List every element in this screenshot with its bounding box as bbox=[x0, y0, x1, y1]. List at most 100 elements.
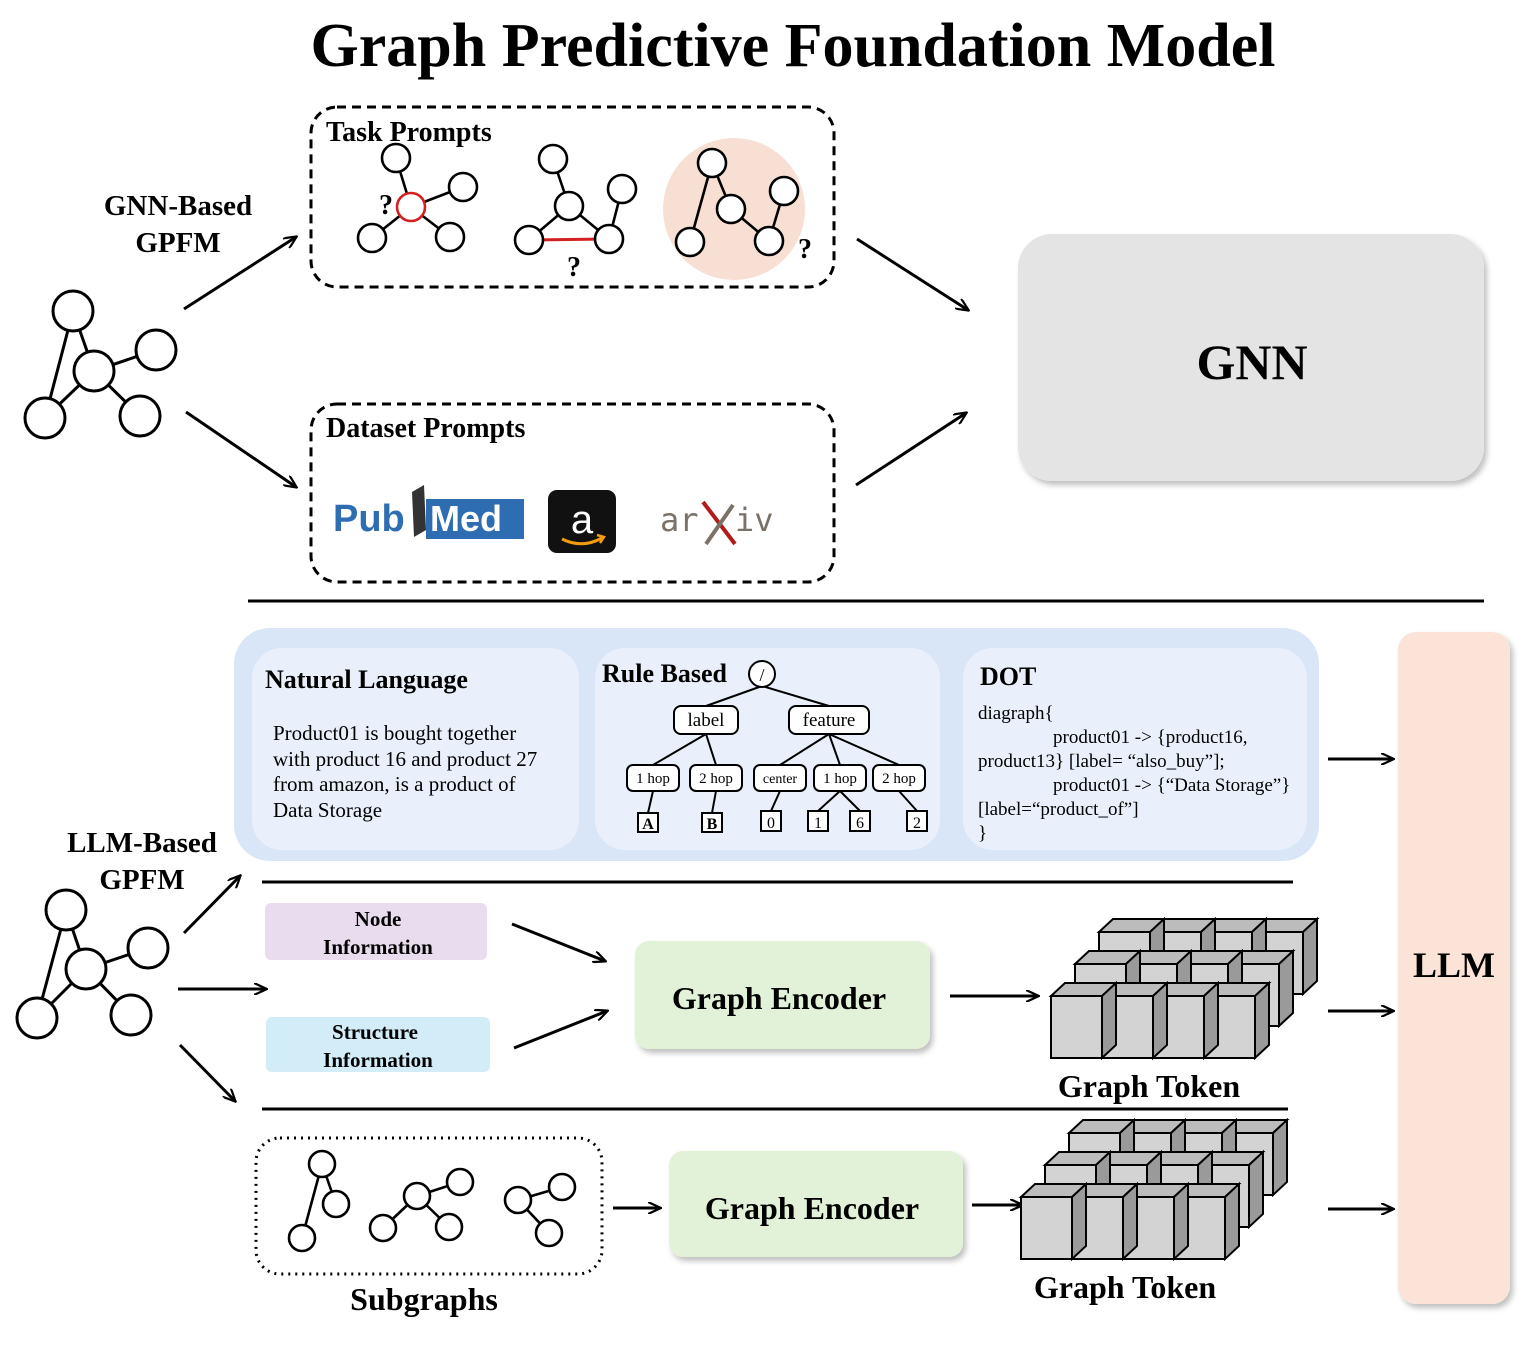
dot-line: product01 -> {“Data Storage”} bbox=[1053, 775, 1290, 796]
graph-node bbox=[553, 190, 585, 222]
tree-leaf-text: A bbox=[642, 816, 654, 833]
graph-token-stack bbox=[1048, 916, 1320, 1061]
graph-node bbox=[445, 1167, 475, 1197]
amazon-logo: a bbox=[548, 490, 616, 553]
llm-label: LLM bbox=[1413, 945, 1495, 985]
task-prompts-box: Task Prompts ? ? bbox=[309, 105, 836, 289]
arrow-to-task-prompts bbox=[183, 237, 296, 311]
graph-task-graph bbox=[674, 147, 800, 258]
tree-node-feature-text: feature bbox=[803, 710, 856, 731]
graph-node bbox=[434, 1212, 464, 1242]
graph-node bbox=[534, 1218, 564, 1248]
natural-language-title: Natural Language bbox=[265, 665, 468, 694]
tree-node-hop bbox=[813, 764, 867, 792]
tree-leaf-text: 2 bbox=[913, 815, 921, 832]
arrow-dataset-to-gnn bbox=[855, 413, 966, 487]
llm-box: LLM bbox=[1398, 632, 1510, 1304]
tree-node-hop bbox=[872, 764, 926, 792]
graph-node bbox=[126, 926, 170, 970]
tree-leaf bbox=[760, 810, 782, 832]
graph-node bbox=[753, 225, 785, 257]
svg-text:Pub: Pub bbox=[333, 498, 405, 540]
tree-node-hop-text: 2 hop bbox=[699, 771, 733, 787]
dataset-prompts-title: Dataset Prompts bbox=[326, 413, 525, 444]
graph-node bbox=[118, 394, 162, 438]
gnn-gpfm-label: GPFM bbox=[135, 227, 220, 259]
graph-node bbox=[51, 289, 95, 333]
graph-token-label: Graph Token bbox=[1058, 1068, 1241, 1104]
dot-line: product01 -> {product16, bbox=[1053, 727, 1248, 748]
target-node-red bbox=[395, 191, 427, 223]
structure-info-line: Information bbox=[323, 1048, 433, 1072]
question-mark: ? bbox=[567, 252, 581, 283]
graph-node bbox=[368, 1213, 398, 1243]
graph-token-cube bbox=[1018, 1181, 1089, 1262]
graph-node bbox=[307, 1149, 337, 1179]
graph-node bbox=[696, 147, 728, 179]
dot-line: } bbox=[978, 823, 987, 844]
graph-encoder-label: Graph Encoder bbox=[672, 980, 886, 1016]
tree-leaf bbox=[637, 812, 659, 833]
graph-node bbox=[15, 996, 59, 1040]
tree-leaf-text: B bbox=[707, 816, 718, 833]
nl-line: Data Storage bbox=[273, 798, 382, 822]
gnn-box: GNN bbox=[1018, 234, 1484, 481]
node-information-box: Node Information bbox=[265, 903, 487, 960]
subgraphs-box bbox=[254, 1136, 604, 1276]
tree-node-label-text: label bbox=[688, 710, 725, 731]
arrow-to-dataset-prompts bbox=[185, 410, 296, 487]
page-title: Graph Predictive Foundation Model bbox=[310, 12, 1275, 80]
graph-node bbox=[715, 193, 747, 225]
graph-token-stack bbox=[1018, 1117, 1290, 1262]
tree-node-center bbox=[753, 764, 807, 792]
graph-node bbox=[593, 223, 625, 255]
graph-node bbox=[434, 221, 466, 253]
pubmed-logo: Pub Med bbox=[333, 485, 524, 540]
nl-line: from amazon, is a product of bbox=[273, 772, 516, 796]
tree-leaf bbox=[849, 810, 871, 832]
graph-node bbox=[134, 328, 178, 372]
svg-text:Med: Med bbox=[430, 498, 502, 539]
graph-node bbox=[72, 349, 116, 393]
arrow-to-subgraphs bbox=[178, 1043, 235, 1101]
graph-token-cube bbox=[1048, 980, 1119, 1061]
llm-input-graph bbox=[15, 888, 170, 1040]
graph-node bbox=[380, 142, 412, 174]
tree-leaf-text: 6 bbox=[856, 815, 864, 832]
graph-encoder-label: Graph Encoder bbox=[705, 1190, 919, 1226]
tree-leaf-text: 1 bbox=[814, 815, 822, 832]
graph-token-label: Graph Token bbox=[1034, 1269, 1217, 1305]
link-task-graph bbox=[513, 143, 638, 256]
tree-leaf bbox=[701, 812, 723, 833]
llm-based-label: LLM-Based bbox=[67, 827, 217, 859]
dataset-prompts-box: Dataset Prompts Pub Med a ar iv bbox=[309, 402, 836, 584]
dot-card: DOT diagraph{ product01 -> {product16, p… bbox=[963, 648, 1307, 850]
arrow-task-to-gnn bbox=[856, 237, 968, 310]
tree-node-hop-text: 1 hop bbox=[823, 771, 857, 787]
graph-encoder-box: Graph Encoder bbox=[635, 941, 930, 1049]
question-mark: ? bbox=[798, 234, 812, 265]
arrow-structure-to-encoder bbox=[513, 1011, 607, 1050]
subgraphs-label: Subgraphs bbox=[350, 1281, 498, 1317]
graph-node bbox=[447, 171, 479, 203]
arrow-to-text-prompts bbox=[182, 876, 240, 935]
graph-node bbox=[547, 1172, 577, 1202]
nl-line: Product01 is bought together bbox=[273, 721, 516, 745]
tree-node-label bbox=[673, 705, 739, 735]
graph-node bbox=[513, 224, 545, 256]
tree-node-hop bbox=[689, 764, 743, 792]
tree-node-hop-text: 1 hop bbox=[636, 771, 670, 787]
graph-node bbox=[503, 1185, 533, 1215]
graph-encoder-box: Graph Encoder bbox=[669, 1151, 963, 1257]
graph-node bbox=[768, 175, 800, 207]
rule-based-card: Rule Based / label feature 1 h bbox=[595, 648, 940, 850]
structure-information-box: Structure Information bbox=[266, 1017, 490, 1072]
graph-node bbox=[23, 396, 67, 440]
svg-text:a: a bbox=[571, 498, 594, 542]
svg-text:ar: ar bbox=[660, 501, 699, 539]
arxiv-logo: ar iv bbox=[660, 500, 774, 546]
structure-info-line: Structure bbox=[332, 1020, 418, 1044]
tree-node-center-text: center bbox=[763, 772, 798, 787]
tree-node-hop bbox=[626, 764, 680, 792]
